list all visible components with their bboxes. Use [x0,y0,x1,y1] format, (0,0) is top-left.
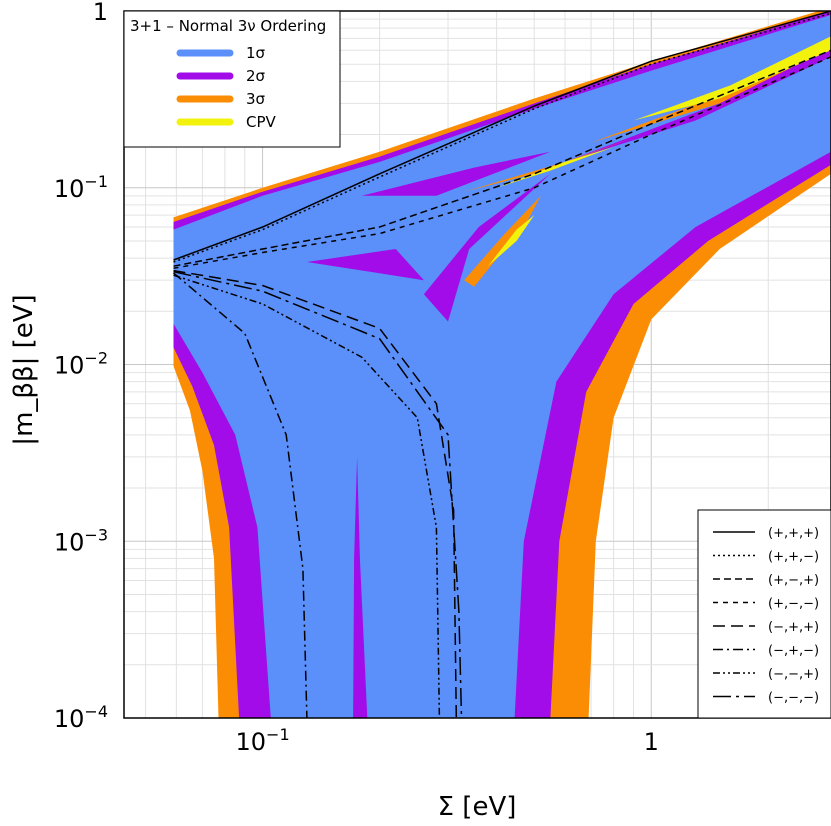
legend-title: 3+1 – Normal 3ν Ordering [130,17,326,35]
legend-label: 1σ [246,44,266,62]
curve-(−,−,+) [173,274,441,718]
x-axis-label: Σ [eV] [438,792,517,822]
band-cpv-island [496,147,614,188]
sign-curves [173,11,831,718]
curve-(−,−,−) [173,270,463,718]
legend-label: 3σ [246,90,266,108]
y-tick-label: 1 [93,0,108,26]
line-legend-box [697,509,831,719]
y-tick-label: 10−2 [54,349,108,380]
line-legend-label: (+,+,−) [768,550,819,565]
band-sigma1 [173,14,831,718]
line-legend-label: (+,−,+) [768,573,819,588]
x-tick-label: 1 [644,728,659,756]
y-tick-label: 10−1 [54,172,108,203]
curve-(+,−,+) [173,49,831,267]
curve-(+,−,−) [173,56,831,270]
curve-(+,+,+) [173,11,831,261]
line-legend-label: (−,+,−) [768,644,819,659]
y-tick-label: 10−4 [54,702,108,733]
line-legend-label: (+,−,−) [768,597,819,612]
band-sigma2-island [361,151,551,196]
legend-label: 2σ [246,67,266,85]
band-sigma2-island [306,249,424,281]
x-tick-label: 10−1 [236,725,290,756]
y-tick-label: 10−3 [54,525,108,556]
legend-label: CPV [246,113,277,131]
band-sigma3-island [464,195,541,287]
line-legend-label: (+,+,+) [768,526,819,541]
line-legend-label: (−,−,+) [768,667,819,682]
line-legend-label: (−,+,+) [768,620,819,635]
band-sigma2-island [423,173,551,322]
line-legend: (+,+,+) (+,+,−) (+,−,+) (+,−,−) (−,+,+) (−,+,… [697,509,831,719]
plot-frame [123,10,831,719]
y-axis-label: |m_ββ| [eV] [9,294,39,445]
line-legend-label: (−,−,−) [768,691,819,706]
confidence-bands [173,11,831,718]
band-sigma2-spike [353,456,368,718]
curve-(−,+,−) [173,272,308,718]
band-cpv-island [487,215,535,267]
